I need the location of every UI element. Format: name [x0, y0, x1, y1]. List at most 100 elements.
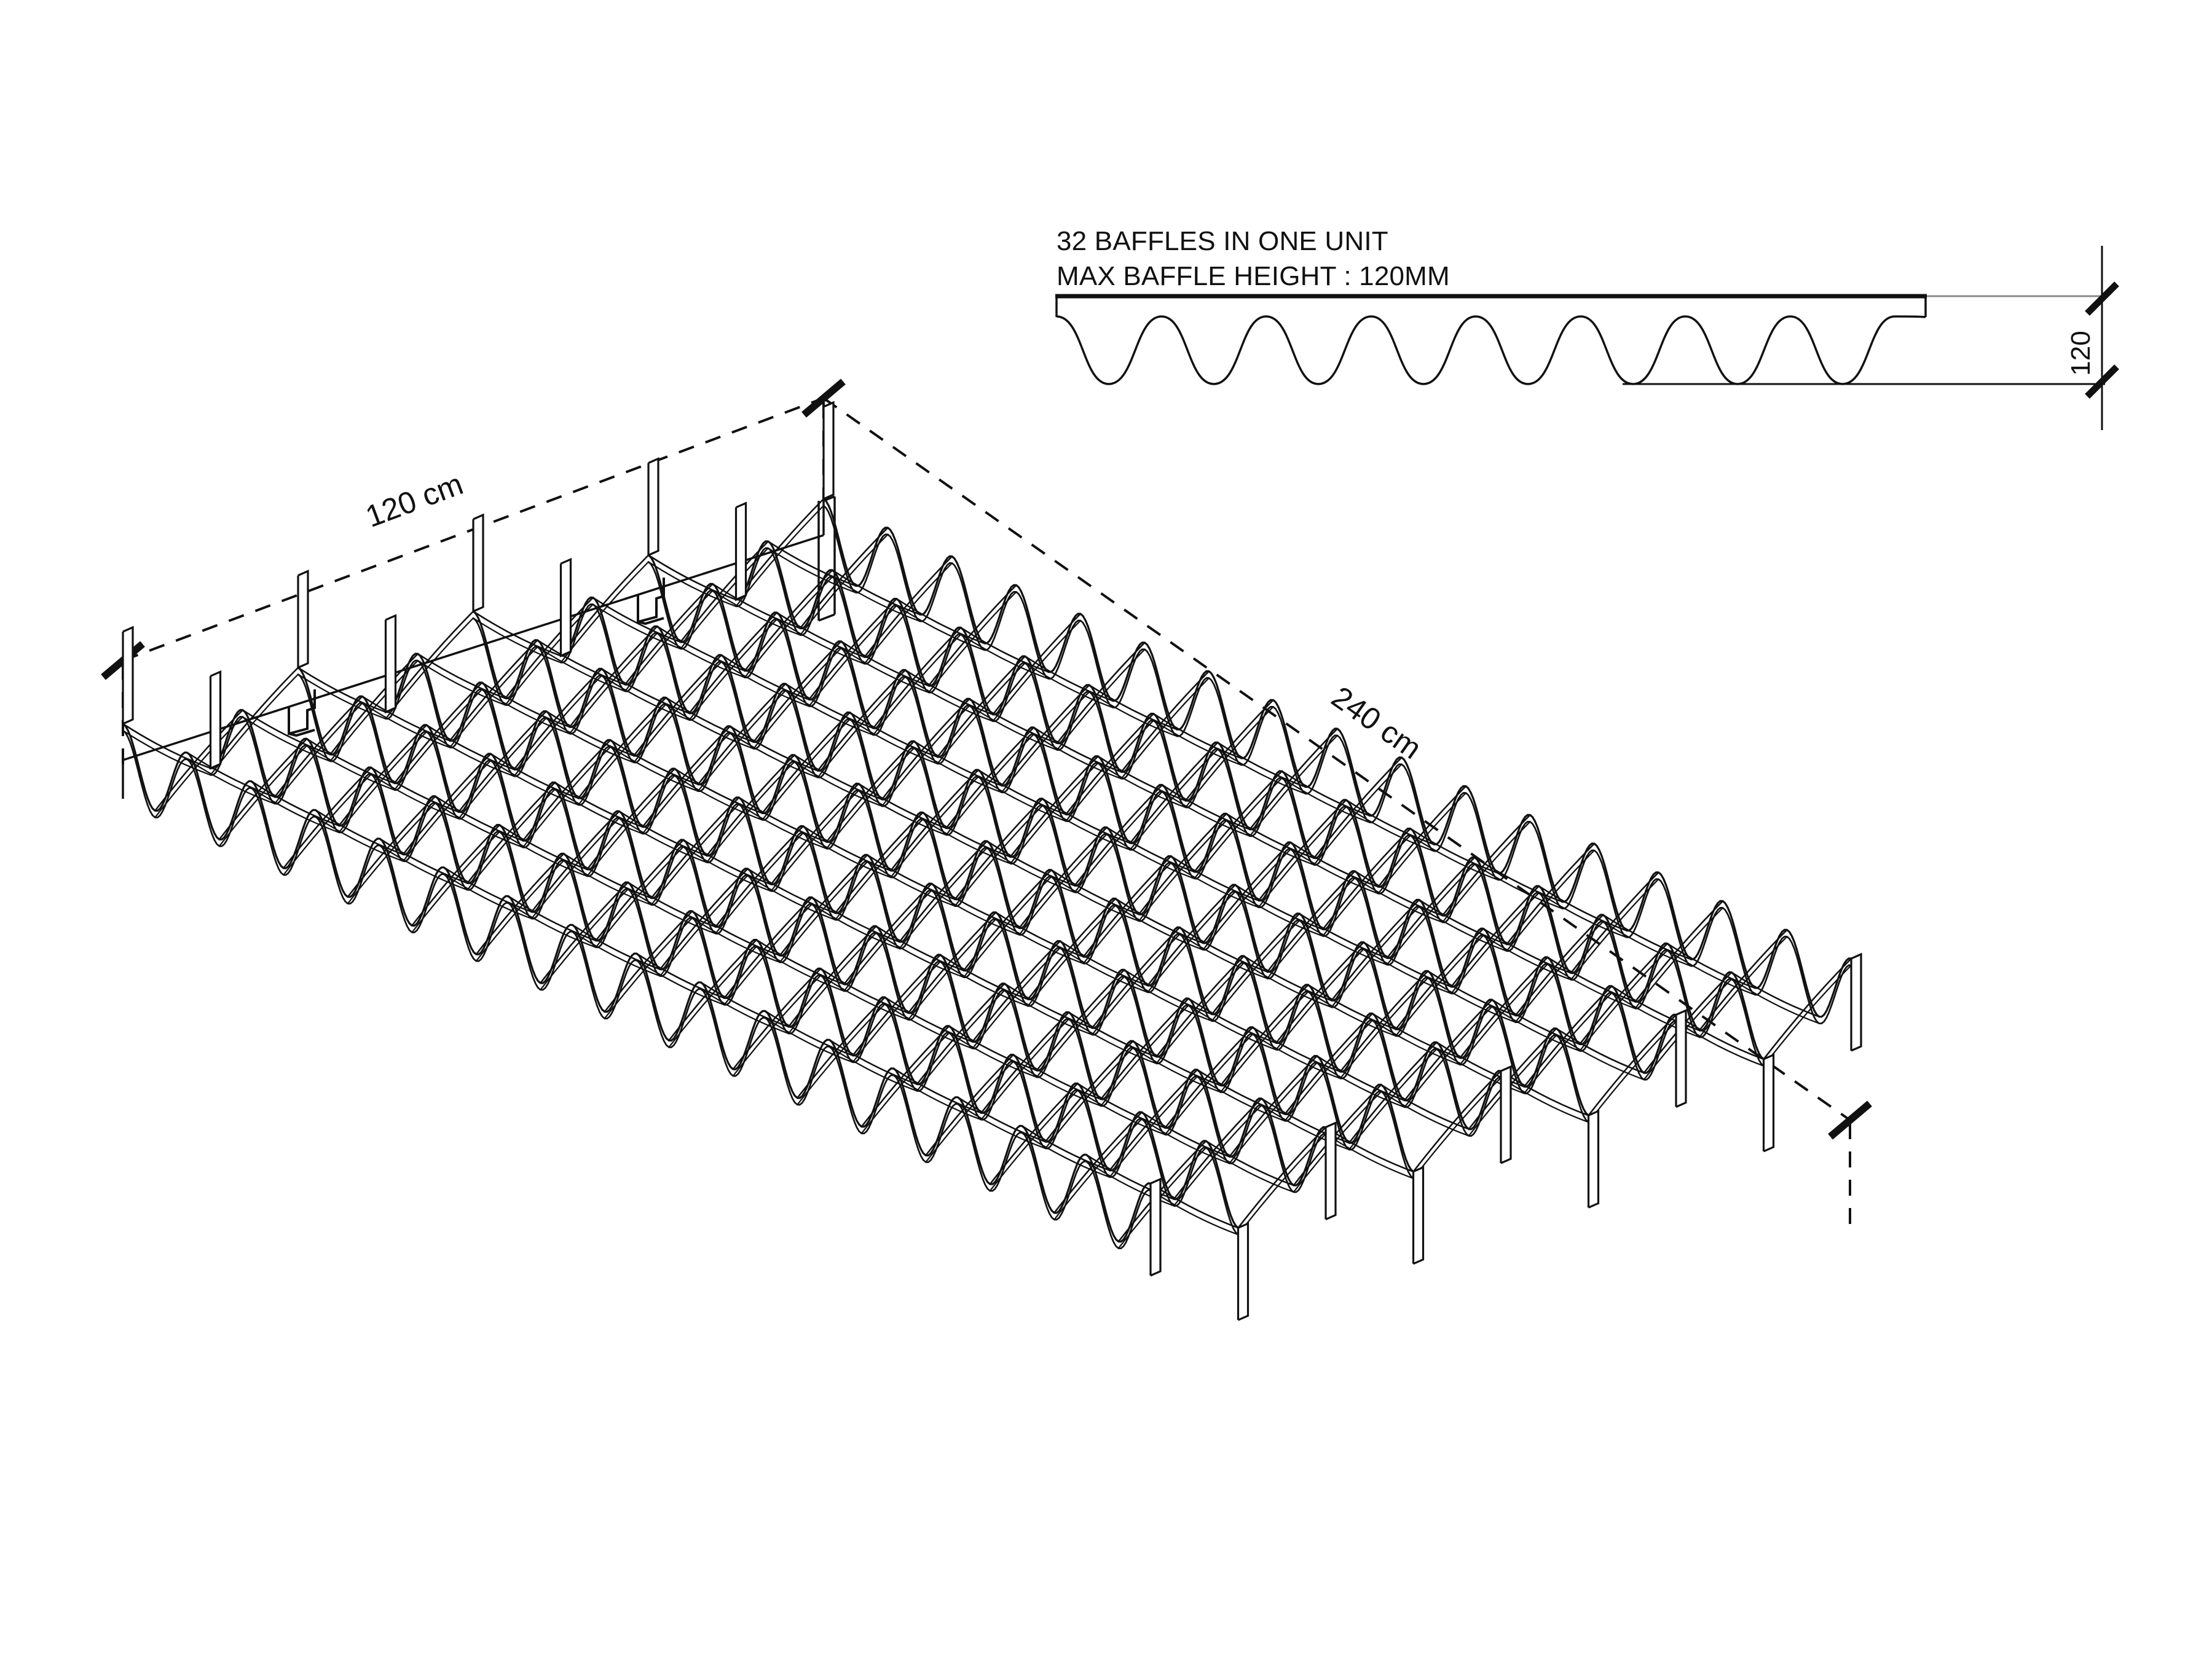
baffle-rib	[890, 769, 979, 871]
baffle-rib	[1060, 940, 1148, 987]
baffle-rib-thickness	[554, 788, 643, 834]
baffle-rib-thickness	[473, 618, 561, 664]
baffle-rib	[867, 854, 956, 900]
baffle-rib-thickness	[1217, 748, 1306, 794]
baffle-rib-thickness	[1042, 804, 1131, 851]
baffle-rib	[832, 569, 921, 616]
baffle-rib	[1197, 1069, 1285, 1115]
baffle-rib-thickness	[721, 661, 809, 707]
baffle-rib-thickness	[1065, 720, 1154, 822]
baffle-rib	[683, 839, 771, 885]
baffle-rib	[893, 1067, 982, 1114]
baffle-rib-thickness	[648, 561, 736, 607]
baffle-rib	[1170, 855, 1259, 901]
baffle-end-fin-leading	[472, 513, 484, 613]
baffle-rib-thickness	[867, 861, 956, 907]
baffle-rib-thickness	[730, 732, 818, 779]
baffle-rib-thickness	[522, 746, 612, 848]
baffle-rib-thickness	[1129, 748, 1219, 850]
baffle-rib-thickness	[411, 831, 500, 933]
baffle-rib-thickness	[954, 805, 1044, 907]
baffle-rib	[1345, 799, 1435, 845]
baffle-rib-thickness	[1138, 820, 1227, 922]
baffle-rib-thickness	[458, 717, 547, 820]
baffle-rib-thickness	[706, 761, 795, 863]
baffle-rib-thickness	[546, 717, 634, 763]
baffle-rib	[732, 968, 822, 1070]
baffle-rib-thickness	[817, 676, 906, 778]
baffle-rib-thickness	[1474, 863, 1563, 909]
baffle-rib	[1042, 798, 1131, 844]
baffle-rib	[1205, 1140, 1294, 1186]
baffle-rib	[1538, 885, 1627, 931]
baffle-rib-thickness	[1036, 976, 1125, 1078]
baffle-rib-thickness	[992, 620, 1081, 722]
baffle-rib	[691, 910, 781, 957]
baffle-section-profile	[1055, 246, 2119, 430]
baffle-rib-thickness	[779, 861, 868, 963]
baffle-rib	[1100, 998, 1189, 1100]
baffle-rib-thickness	[872, 633, 962, 735]
baffle-rib	[546, 710, 634, 757]
baffle-rib	[1077, 1083, 1166, 1129]
baffle-rib	[604, 910, 693, 1013]
baffle-rib-thickness	[905, 676, 993, 722]
baffle-rib	[1556, 1027, 1645, 1074]
baffle-rib	[756, 939, 844, 986]
baffle-rib	[922, 812, 1011, 858]
baffle-rib	[1097, 755, 1186, 802]
baffle-rib-thickness	[800, 534, 889, 636]
baffle-rib-thickness	[315, 816, 404, 862]
baffle-rib	[697, 683, 787, 785]
baffle-rib-thickness	[1538, 892, 1627, 938]
baffle-rib	[1025, 656, 1113, 702]
baffle-rib-thickness	[852, 961, 941, 1063]
baffle-rib-thickness	[928, 591, 1017, 693]
baffle-rib	[829, 1039, 918, 1085]
baffle-rib-thickness	[700, 988, 789, 1035]
baffle-rib	[957, 1096, 1046, 1143]
baffle-rib-thickness	[674, 775, 763, 821]
baffle-rib	[186, 751, 275, 798]
rail-corner-c	[818, 613, 835, 622]
baffle-rib	[1088, 684, 1178, 731]
baffle-rib	[1036, 969, 1125, 1071]
baffle-rib-thickness	[572, 931, 661, 977]
baffle-rib	[925, 1054, 1014, 1156]
baffle-rib-thickness	[738, 803, 827, 850]
baffle-rib-thickness	[1643, 978, 1733, 1080]
baffle-rib	[945, 727, 1034, 829]
baffle-rib	[1266, 870, 1356, 973]
baffle-rib	[872, 627, 962, 729]
baffle-rib	[808, 598, 897, 700]
baffle-rib-thickness	[832, 576, 921, 622]
baffle-rib	[820, 968, 909, 1014]
section-wave-profile	[1056, 315, 1926, 385]
baffle-rib-thickness	[1237, 1133, 1326, 1235]
baffle-rib-thickness	[957, 1103, 1046, 1150]
baffle-rib-thickness	[1514, 921, 1604, 1023]
baffle-rib	[1602, 914, 1691, 960]
baffle-rib	[1153, 713, 1242, 759]
baffle-rib-thickness	[849, 718, 938, 764]
baffle-rib-thickness	[1363, 948, 1452, 994]
baffle-rib	[1523, 985, 1613, 1088]
baffle-rib	[648, 554, 736, 601]
baffle-rib	[752, 640, 842, 743]
baffle-rib-thickness	[1395, 935, 1484, 1037]
baffle-rib	[954, 798, 1044, 900]
baffle-rib-thickness	[893, 1075, 982, 1121]
baffle-rib	[787, 925, 877, 1027]
baffle-rib-thickness	[563, 860, 652, 906]
baffle-rib-thickness	[875, 932, 964, 978]
baffle-rib	[875, 925, 964, 971]
baffle-rib-thickness	[723, 903, 813, 1005]
baffle-rib-thickness	[1021, 1132, 1110, 1178]
baffle-rib	[768, 541, 856, 587]
baffle-rib-thickness	[531, 817, 620, 919]
baffle-rib	[1132, 1040, 1221, 1086]
baffle-rib-thickness	[1442, 821, 1531, 923]
baffle-rib	[1004, 982, 1093, 1029]
baffle-rib-thickness	[1299, 919, 1388, 966]
baffle-rib	[840, 640, 929, 687]
